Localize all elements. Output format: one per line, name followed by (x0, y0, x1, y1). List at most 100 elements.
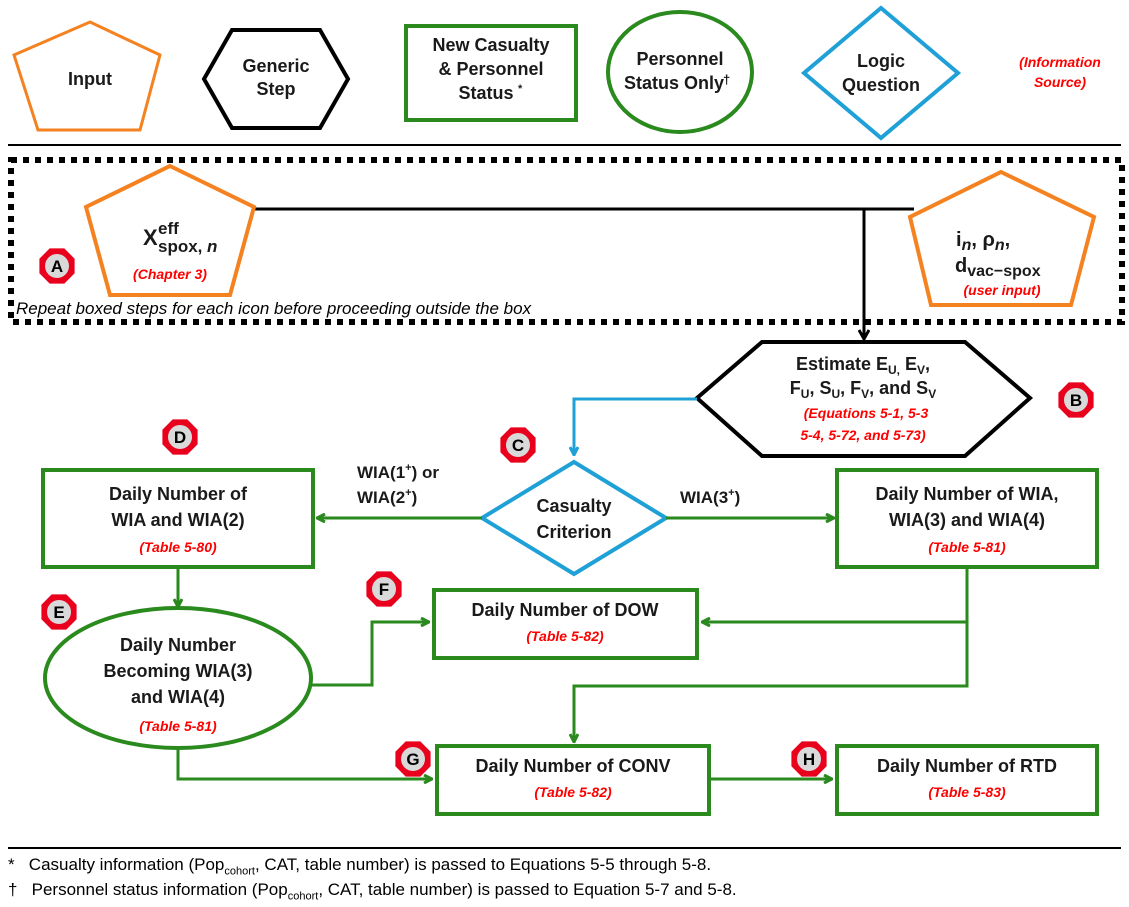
legend-generic-label-1: Generic (242, 56, 309, 76)
user-input-d-sub: vac−spox (967, 263, 1040, 280)
repeat-box (8, 157, 1125, 325)
edge-wia3-a: WIA(3 (680, 488, 728, 507)
footnote-1-b: , CAT, table number) is passed to Equati… (254, 855, 712, 874)
x-spox-input-shape (83, 163, 257, 297)
user-input-comma: , (1005, 229, 1011, 251)
legend-input-shape (12, 20, 162, 132)
badge-d: D (162, 419, 198, 455)
badge-inner (45, 254, 69, 278)
criterion-label-1: Casualty (536, 496, 611, 516)
estimate-line-1: Estimate EU, EV, (796, 354, 930, 377)
becoming-line-1: Daily Number (120, 635, 236, 655)
badge-inner (372, 577, 396, 601)
legend-info-source-1: (Information (1019, 54, 1101, 70)
badge-f: F (366, 571, 402, 607)
becoming-line-2: Becoming WIA(3) (103, 661, 252, 681)
badge-letter: G (406, 750, 419, 769)
rtd-source: (Table 5-83) (928, 784, 1006, 800)
legend-logic-question-shape (800, 5, 962, 141)
estimate-l2c: , S (809, 378, 831, 398)
footnote-2: † Personnel status information (Popcohor… (8, 880, 737, 902)
edge-label-wia2: WIA(2+) (357, 487, 417, 507)
estimate-l1a: U, (888, 363, 900, 377)
estimate-source-2: 5-4, 5-72, and 5-73) (800, 427, 926, 443)
estimate-l2f: V (861, 387, 869, 401)
badge-inner (401, 747, 425, 771)
footnote-2-a: Personnel status information (Pop (31, 880, 288, 899)
wia12-line-1: Daily Number of (109, 484, 248, 504)
legend-new-casualty-label-1: New Casualty (432, 35, 549, 55)
rtd-box (835, 744, 1099, 816)
badge-b: B (1058, 382, 1094, 418)
becoming-to-dow-arrow (311, 622, 428, 687)
legend-new-casualty-label-2: & Personnel (438, 59, 543, 79)
edge-wia1-sup: + (405, 462, 411, 474)
wia34-line-1: Daily Number of WIA, (875, 484, 1058, 504)
legend-new-casualty-mark: * (518, 83, 523, 95)
footnote-1-sub: cohort (224, 865, 255, 878)
estimate-l2d: U (831, 387, 840, 401)
badge-h: H (791, 741, 827, 777)
conv-source: (Table 5-82) (534, 784, 612, 800)
user-input-d: d (955, 255, 967, 277)
legend-personnel-status-shape (606, 10, 754, 134)
legend: Input Generic Step New Casualty & Person… (12, 5, 1101, 141)
estimate-l1d: , (925, 354, 930, 374)
x-spox-base: X (143, 225, 158, 250)
badge-letter: A (51, 257, 63, 276)
user-input-i: i (956, 229, 962, 251)
footnote-2-b: , CAT, table number) is passed to Equati… (318, 880, 737, 899)
user-input-shape (907, 169, 1097, 307)
footnote-1: * Casualty information (Popcohort, CAT, … (8, 855, 711, 877)
badge-c: C (500, 427, 536, 463)
legend-logic-label-2: Question (842, 75, 920, 95)
becoming-line-3: and WIA(4) (131, 687, 225, 707)
badge-letter: B (1070, 391, 1082, 410)
legend-new-casualty-shape (404, 24, 578, 122)
legend-generic-label-2: Step (256, 79, 295, 99)
wia34-to-dow-arrow (703, 567, 969, 622)
estimate-l1c: V (917, 363, 925, 377)
user-input-n1: n (962, 237, 972, 254)
user-input-n2: n (995, 237, 1005, 254)
edge-wia2-sup: + (405, 487, 411, 499)
edge-wia2-a: WIA(2 (357, 488, 405, 507)
badge-letter: H (803, 750, 815, 769)
user-input-line-2: dvac−spox (955, 255, 1041, 280)
legend-logic-label-1: Logic (857, 51, 905, 71)
edge-label-wia3: WIA(3+) (680, 487, 740, 507)
badge-letter: E (53, 603, 64, 622)
estimate-l2a: F (790, 378, 801, 398)
becoming-to-conv-arrow (176, 748, 431, 779)
badge-letter: C (512, 436, 524, 455)
badge-inner (506, 433, 530, 457)
badge-a: A (39, 248, 75, 284)
dow-line-1: Daily Number of DOW (471, 600, 658, 620)
dow-box (432, 588, 699, 660)
conv-box (435, 744, 711, 816)
footnote-1-a: Casualty information (Pop (28, 855, 225, 874)
legend-new-casualty-label-3: Status (458, 83, 513, 103)
badge-inner (1064, 388, 1088, 412)
badge-letter: D (174, 428, 186, 447)
wia34-source: (Table 5-81) (928, 539, 1006, 555)
estimate-l1b: E (900, 354, 917, 374)
footnote-2-mark: † (8, 880, 18, 899)
legend-generic-step-shape (201, 28, 351, 130)
footnote-1-mark: * (8, 855, 15, 874)
repeat-note: Repeat boxed steps for each icon before … (16, 299, 532, 318)
wia34-to-conv-arrow (574, 622, 969, 741)
user-input-line-1: in, ρn, (956, 229, 1010, 254)
estimate-line-2: FU, SU, FV, and SV (790, 378, 936, 401)
legend-info-source-2: Source) (1034, 74, 1086, 90)
estimate-l2h: V (928, 387, 936, 401)
legend-personnel-mark: † (723, 72, 730, 87)
estimate-l1: Estimate E (796, 354, 888, 374)
x-spox-source: (Chapter 3) (133, 266, 207, 282)
user-input-source: (user input) (964, 282, 1041, 298)
casualty-criterion-shape (478, 459, 670, 577)
wia12-box (41, 468, 315, 569)
badge-inner (168, 425, 192, 449)
edge-wia3-end: ) (735, 488, 741, 507)
